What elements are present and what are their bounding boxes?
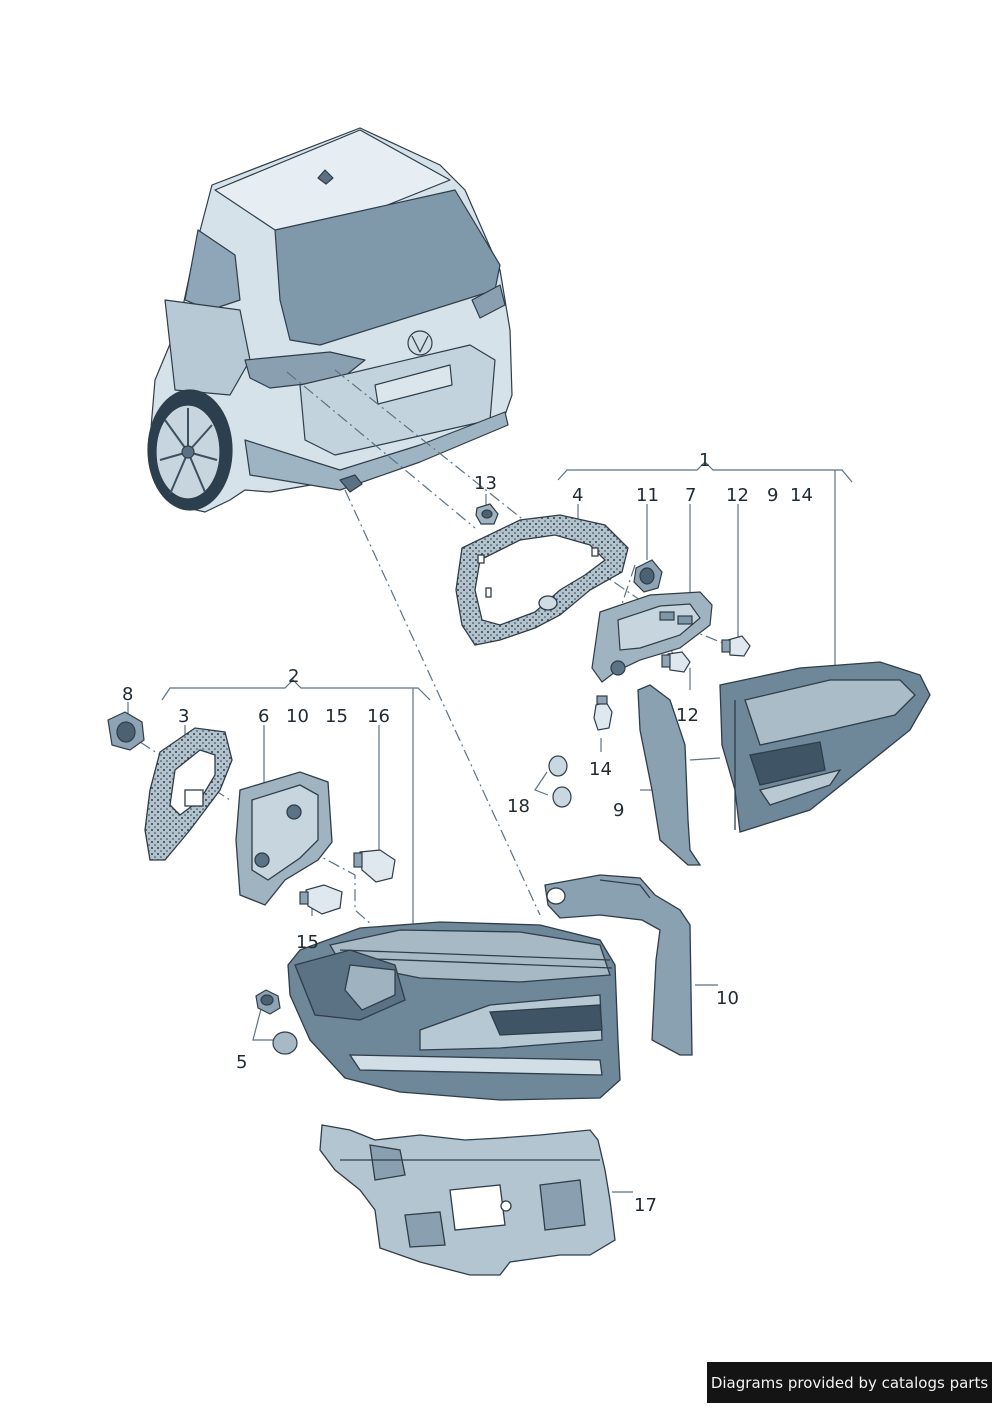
- part-12-bulb-lower: [661, 651, 691, 673]
- callout-13: 13: [474, 473, 497, 494]
- callout-12-lower: 12: [676, 705, 699, 726]
- callout-3: 3: [178, 706, 189, 727]
- callout-6: 6: [258, 706, 269, 727]
- part-12-bulb-upper: [721, 635, 751, 657]
- part-3-gasket: [144, 727, 233, 861]
- part-11-bulb-socket: [633, 559, 663, 593]
- callout-10: 10: [286, 706, 309, 727]
- callout-4: 4: [572, 485, 583, 506]
- part-9-cover: [637, 684, 702, 866]
- callout-9: 9: [767, 485, 778, 506]
- callout-18: 18: [507, 796, 530, 817]
- credit-footer: Diagrams provided by catalogs parts: [707, 1362, 992, 1403]
- callout-14-lower: 14: [589, 759, 612, 780]
- callout-5: 5: [236, 1052, 247, 1073]
- part-16-bulb: [353, 849, 396, 883]
- callout-2: 2: [288, 666, 299, 687]
- part-6-bulb-carrier: [235, 771, 333, 906]
- part-2-outer-tail-lamp: [287, 921, 621, 1101]
- vehicle-rear-illustration: [147, 127, 513, 513]
- callout-8: 8: [122, 684, 133, 705]
- callout-12: 12: [726, 485, 749, 506]
- part-10-trim: [544, 874, 693, 1056]
- callout-17: 17: [634, 1195, 657, 1216]
- part-17-bracket: [319, 1124, 616, 1276]
- callout-14: 14: [790, 485, 813, 506]
- credit-text: Diagrams provided by catalogs parts: [710, 1373, 989, 1392]
- part-18-caps: [548, 755, 572, 808]
- part-14-bulb: [593, 695, 613, 731]
- callout-16: 16: [367, 706, 390, 727]
- callout-9-lower: 9: [613, 800, 624, 821]
- part-8-bulb-socket: [107, 711, 145, 751]
- callout-11: 11: [636, 485, 659, 506]
- callout-1: 1: [699, 450, 710, 471]
- callout-15: 15: [325, 706, 348, 727]
- callout-10-lower: 10: [716, 988, 739, 1009]
- part-13-nut: [475, 503, 499, 525]
- part-5-caps: [255, 989, 298, 1055]
- callout-15-lower: 15: [296, 932, 319, 953]
- callout-7: 7: [685, 485, 696, 506]
- part-4-gasket: [455, 514, 629, 646]
- part-1-inner-tail-lamp: [719, 661, 931, 833]
- part-7-bulb-carrier: [591, 591, 713, 683]
- callout-labels: 1 13 4 11 7 12 9 14 12 14 18 9 2 8 3 6 1…: [122, 450, 813, 1216]
- part-15-bulb: [299, 884, 343, 915]
